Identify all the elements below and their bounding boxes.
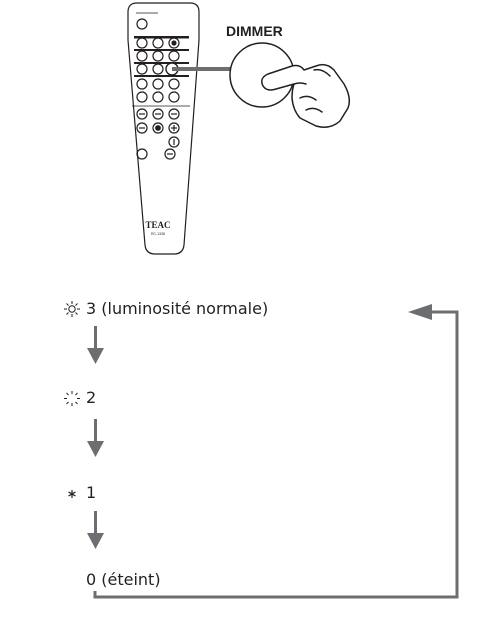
level-2-label: 2 bbox=[86, 388, 97, 407]
remote-control bbox=[127, 2, 200, 255]
return-arrowhead bbox=[408, 304, 432, 320]
dimmer-label: DIMMER bbox=[226, 23, 283, 39]
return-loop-line bbox=[93, 310, 459, 599]
level-1-label: 1 bbox=[86, 483, 97, 502]
remote-model: RC-1338 bbox=[151, 232, 165, 236]
asterisk-dim-icon bbox=[68, 490, 76, 498]
sun-bright-icon bbox=[64, 301, 80, 317]
level-3-label: 3 (luminosité normale) bbox=[86, 299, 269, 318]
sun-medium-icon bbox=[64, 391, 80, 406]
down-arrow bbox=[87, 326, 104, 364]
down-arrow bbox=[87, 419, 104, 457]
pressing-hand-icon bbox=[261, 63, 351, 128]
remote-brand: TEAC bbox=[145, 220, 170, 230]
level-0-label: 0 (éteint) bbox=[86, 570, 161, 589]
down-arrow bbox=[87, 511, 104, 549]
